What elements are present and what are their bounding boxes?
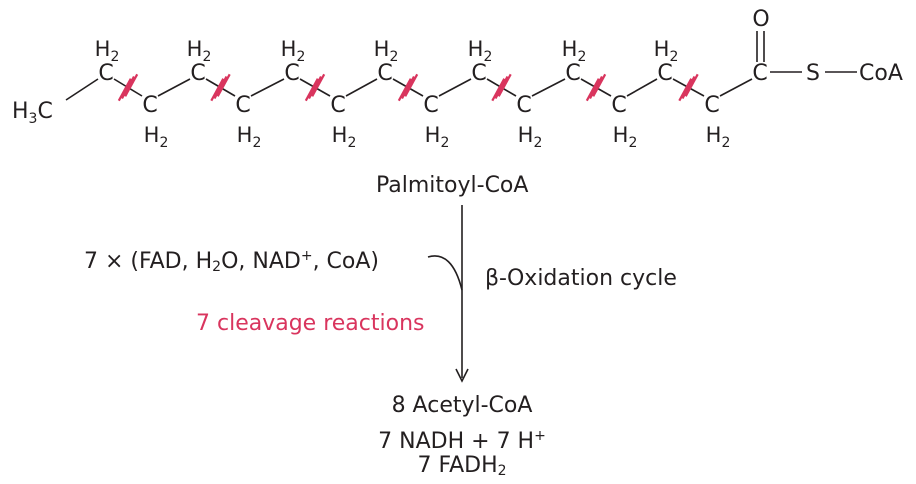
cleavage-hatch (589, 75, 603, 100)
cleavage-hatch (678, 78, 693, 102)
h2-label: H2 (281, 37, 306, 65)
bond-line (65, 78, 99, 101)
h2-label: H2 (562, 37, 587, 65)
carbon-atom: C (471, 61, 486, 86)
bond-line (531, 78, 566, 97)
cleavage-hatch (213, 75, 228, 100)
terminal-methyl-label: H3C (12, 99, 53, 127)
cleavage-hatch (494, 75, 509, 100)
bond-line (719, 78, 753, 97)
h2-label: H2 (374, 37, 399, 65)
carbon-atom: C (142, 93, 157, 118)
h2-label: H2 (468, 37, 493, 65)
carbon-atom: C (516, 93, 531, 118)
cleavage-mark (117, 73, 139, 102)
cycle-label: β-Oxidation cycle (485, 266, 677, 291)
cleavage-mark (491, 73, 512, 102)
cleavage-mark (397, 73, 419, 102)
carbonyl-carbon: C (752, 61, 767, 86)
sulfur-atom: S (806, 61, 820, 86)
carbon-atom: C (704, 93, 719, 118)
substrate-label: Palmitoyl-CoA (376, 173, 529, 198)
carbon-atom: C (330, 93, 345, 118)
coa-label: CoA (859, 61, 903, 86)
cleavage-mark (210, 73, 231, 102)
h2-label: H2 (144, 123, 169, 151)
product-nadh: 7 NADH + 7 H+ (378, 428, 546, 454)
h2-label: H2 (95, 37, 120, 65)
bond-line (438, 78, 472, 97)
bond-line (250, 78, 285, 97)
cleavage-hatch (311, 73, 326, 97)
cleavage-hatch (404, 73, 419, 97)
cleavage-hatch (497, 73, 512, 97)
cleavage-mark (585, 73, 607, 102)
product-fadh2: 7 FADH2 (417, 453, 507, 479)
cleavage-hatch (681, 75, 696, 100)
cleavage-hatch (117, 78, 132, 102)
cleavage-hatch (401, 75, 415, 100)
cleavage-mark (304, 73, 326, 102)
h2-label: H2 (237, 123, 262, 151)
carbon-atom: C (611, 93, 626, 118)
cleavage-hatch (210, 78, 225, 102)
bond-line (345, 78, 378, 97)
bond-line (157, 78, 191, 97)
cleavage-hatch (304, 78, 319, 102)
cleavage-hatch (592, 73, 607, 97)
palmitoyl-coa-structure: H3CCH2CH2CH2CH2CH2CH2CH2CH2CH2CH2CH2CH2C… (12, 7, 903, 151)
h2-label: H2 (425, 123, 450, 151)
carbon-atom: C (657, 61, 672, 86)
main-arrow-head (455, 368, 469, 383)
product-acetyl-coa: 8 Acetyl-CoA (391, 393, 533, 418)
h2-label: H2 (706, 123, 731, 151)
h2-label: H2 (332, 123, 357, 151)
cleavage-hatch (684, 73, 699, 97)
carbon-atom: C (235, 93, 250, 118)
h2-label: H2 (613, 123, 638, 151)
h2-label: H2 (518, 123, 543, 151)
cofactor-inputs: 7 × (FAD, H2O, NAD+, CoA) (84, 248, 380, 275)
carbonyl-oxygen: O (752, 7, 769, 32)
carbon-atom: C (423, 93, 438, 118)
h2-label: H2 (187, 37, 212, 65)
cleavage-hatch (585, 78, 600, 102)
carbon-atom: C (190, 61, 205, 86)
carbon-atom: C (565, 61, 580, 86)
cleavage-hatch (397, 78, 412, 102)
cleavage-hatch (308, 75, 322, 100)
carbon-atom: C (284, 61, 299, 86)
cleavage-hatch (121, 75, 135, 100)
bond-line (626, 78, 658, 97)
h2-label: H2 (654, 37, 679, 65)
cleavage-mark (678, 73, 699, 102)
carbon-atom: C (98, 61, 113, 86)
cleavage-hatch (491, 78, 506, 102)
input-curved-arrow (427, 255, 463, 291)
cleavage-hatch (124, 73, 139, 97)
cleavage-label: 7 cleavage reactions (196, 311, 425, 336)
carbon-atom: C (377, 61, 392, 86)
cleavage-hatch (216, 73, 231, 97)
